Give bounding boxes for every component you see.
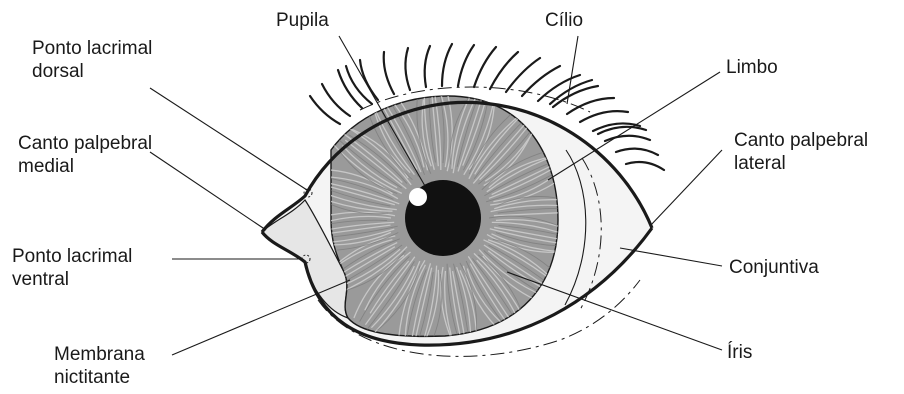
label-line: Canto palpebral: [18, 132, 152, 155]
eyelash: [626, 162, 664, 170]
eyelash: [310, 96, 340, 124]
label-line: ventral: [12, 268, 132, 291]
eyelash: [506, 58, 540, 92]
eyelash: [425, 46, 430, 87]
eyelash: [522, 66, 560, 96]
label-limbo: Limbo: [726, 56, 778, 79]
label-line: lateral: [734, 152, 868, 175]
leader-canto-lateral: [650, 150, 722, 226]
leader-conjuntiva: [620, 248, 722, 266]
leader-ponto-dorsal: [150, 88, 307, 190]
label-line: dorsal: [32, 60, 152, 83]
eyelash: [458, 45, 474, 86]
label-line: Membrana: [54, 343, 145, 366]
leader-canto-medial: [150, 152, 266, 230]
eyelash: [616, 149, 658, 155]
label-conjuntiva: Conjuntiva: [729, 256, 819, 279]
pupil-highlight: [409, 188, 427, 206]
eyelash: [474, 47, 496, 87]
label-ponto-lacrimal-dorsal: Ponto lacrimal dorsal: [32, 37, 152, 83]
label-line: medial: [18, 155, 152, 178]
label-ponto-lacrimal-ventral: Ponto lacrimal ventral: [12, 245, 132, 291]
label-canto-palpebral-medial: Canto palpebral medial: [18, 132, 152, 178]
label-cilio: Cílio: [545, 9, 583, 32]
label-canto-palpebral-lateral: Canto palpebral lateral: [734, 129, 868, 175]
eyelash: [550, 80, 592, 104]
eyelash: [384, 52, 394, 94]
leader-membrana: [172, 280, 350, 355]
label-line: nictitante: [54, 366, 145, 389]
label-line: Canto palpebral: [734, 129, 868, 152]
eyelash: [405, 48, 410, 90]
label-line: Ponto lacrimal: [12, 245, 132, 268]
label-membrana-nictitante: Membrana nictitante: [54, 343, 145, 389]
label-line: Ponto lacrimal: [32, 37, 152, 60]
eyelash: [442, 44, 452, 86]
label-pupila: Pupila: [276, 9, 329, 32]
label-iris: Íris: [727, 341, 752, 364]
eyelash: [580, 111, 628, 122]
